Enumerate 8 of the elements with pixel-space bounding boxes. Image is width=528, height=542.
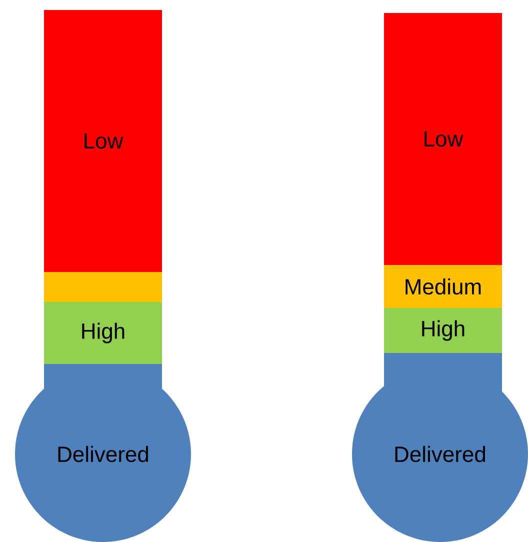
gauge-segment: Low <box>384 13 502 265</box>
gauge-segment: Low <box>44 10 162 272</box>
gauge-segment: Medium <box>384 265 502 308</box>
gauge-segment <box>44 272 162 302</box>
thermometer-bulb: Delivered <box>352 353 528 542</box>
gauge-segment: High <box>384 308 502 353</box>
gauge-segment: High <box>44 302 162 364</box>
thermometer-bulb: Delivered <box>15 364 191 542</box>
